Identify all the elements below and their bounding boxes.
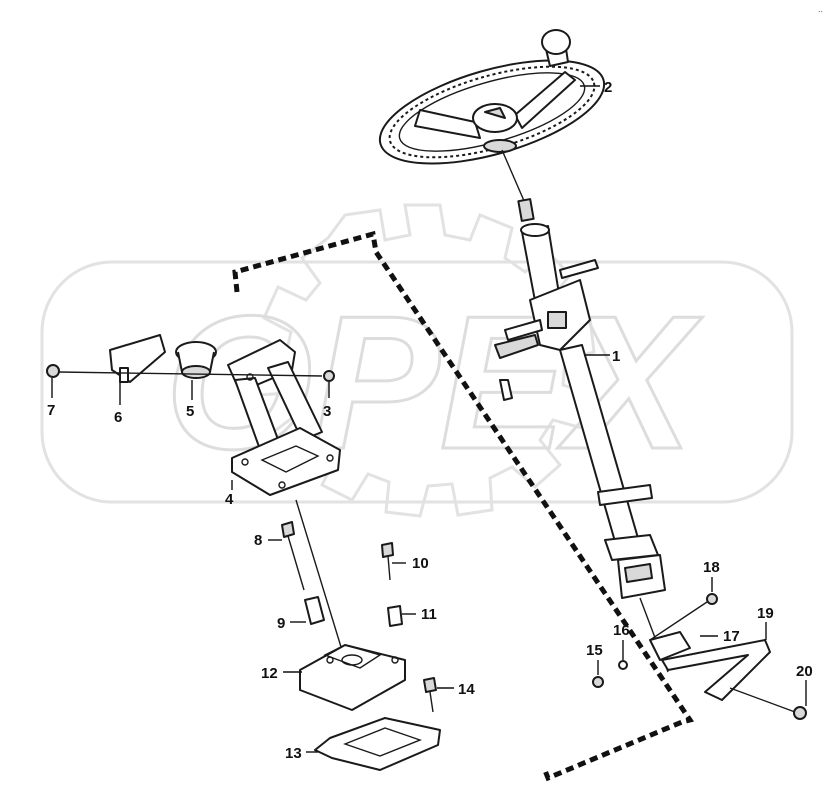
nut-15	[592, 676, 604, 688]
bolt-10	[381, 542, 394, 581]
callout-20: 20	[796, 663, 813, 680]
callout-15: 15	[586, 642, 603, 659]
callout-12: 12	[261, 665, 278, 682]
callout-16: 16	[613, 622, 630, 639]
callout-1: 1	[612, 348, 620, 365]
nut-3	[323, 370, 335, 382]
callout-7: 7	[47, 402, 55, 419]
callout-9: 9	[277, 615, 285, 632]
callout-6: 6	[114, 409, 122, 426]
bolt-7	[46, 364, 323, 378]
bolt-18	[649, 593, 718, 641]
washer-16	[618, 660, 628, 670]
callout-19: 19	[757, 605, 774, 622]
bolt-8	[281, 521, 305, 591]
callout-13: 14	[458, 681, 475, 698]
callout-5: 5	[186, 403, 194, 420]
steering-wheel	[378, 29, 606, 165]
callout-4: 4	[225, 491, 234, 508]
leader-lines	[51, 85, 807, 753]
sleeve-9	[304, 596, 325, 625]
mounting-bracket	[227, 339, 341, 496]
callout-17: 17	[723, 628, 740, 645]
callout-3: 3	[323, 403, 331, 420]
clip-17	[649, 631, 691, 661]
clamp-and-collar	[109, 334, 217, 383]
steering-column	[494, 149, 669, 673]
bolt-20	[729, 687, 807, 720]
bolt-14	[423, 677, 437, 713]
callout-10: 10	[412, 555, 429, 572]
callout-11: 11	[421, 606, 437, 623]
gasket-plate	[314, 717, 441, 771]
callout-2: 2	[604, 79, 612, 96]
callout-14: 13	[285, 745, 302, 762]
lower-column-mount	[295, 499, 406, 711]
bracket-19	[661, 639, 771, 701]
corner-mark: ..	[818, 4, 823, 14]
callout-8: 8	[254, 532, 262, 549]
spacer-11	[387, 605, 403, 627]
callout-18: 18	[703, 559, 720, 576]
assembly-boundary	[232, 230, 695, 782]
